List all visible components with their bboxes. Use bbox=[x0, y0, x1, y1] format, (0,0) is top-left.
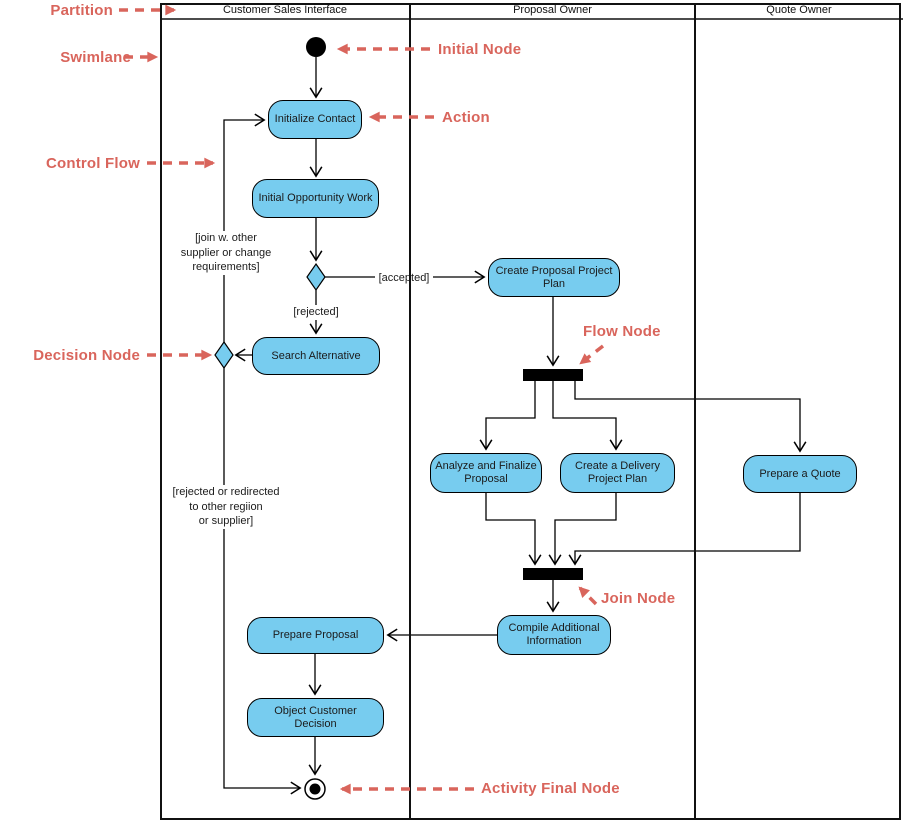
swimlane-border-1 bbox=[409, 3, 411, 820]
guard-rejected-or-redirected: [rejected or redirected to other regiion… bbox=[160, 485, 292, 529]
annotation-label-flow-node: Flow Node bbox=[583, 323, 661, 340]
edge-delivery-to-join bbox=[548, 493, 617, 566]
initial-node bbox=[306, 37, 326, 57]
action-create-a-delivery-project-plan: Create a Delivery Project Plan bbox=[560, 453, 675, 493]
annotation-label-action: Action bbox=[442, 109, 490, 126]
lane-header-customer-sales-interface: Customer Sales Interface bbox=[222, 4, 348, 16]
annotation-label-initial-node: Initial Node bbox=[438, 41, 522, 58]
annotation-label-swimlane: Swimlane bbox=[60, 49, 131, 66]
annotation-label-partition: Partition bbox=[50, 2, 113, 19]
decision-node-diamond-left bbox=[214, 340, 234, 370]
control-flows bbox=[223, 57, 807, 795]
join-node-bar bbox=[523, 568, 583, 580]
annotation-arrow-join-node bbox=[578, 586, 598, 606]
annotation-label-join-node: Join Node bbox=[601, 590, 676, 607]
edge-fork-to-analyze bbox=[479, 381, 536, 451]
annotation-label-activity-final-node: Activity Final Node bbox=[481, 780, 620, 797]
action-create-proposal-project-plan: Create Proposal Project Plan bbox=[488, 258, 620, 297]
annotation-label-decision-node: Decision Node bbox=[33, 347, 140, 364]
action-compile-additional-information: Compile Additional Information bbox=[497, 615, 611, 655]
guard-rejected: [rejected] bbox=[288, 305, 344, 320]
guard-join-with-other: [join w. other supplier or change requir… bbox=[158, 231, 294, 275]
action-object-customer-decision: Object Customer Decision bbox=[247, 698, 384, 737]
fork-node-bar bbox=[523, 369, 583, 381]
swimlane-border-2 bbox=[694, 3, 696, 820]
edge-fork-to-quote bbox=[574, 381, 807, 453]
edge-fork-to-delivery bbox=[552, 381, 623, 451]
lane-header-proposal-owner: Proposal Owner bbox=[513, 4, 592, 16]
action-search-alternative: Search Alternative bbox=[252, 337, 380, 375]
edge-quote-to-join bbox=[568, 493, 801, 566]
action-initialize-contact: Initialize Contact bbox=[268, 100, 362, 139]
edge-analyze-to-join bbox=[485, 493, 542, 566]
action-analyze-and-finalize-proposal: Analyze and Finalize Proposal bbox=[430, 453, 542, 493]
decision-node-diamond-top bbox=[306, 262, 326, 292]
lane-header-quote-owner: Quote Owner bbox=[766, 4, 832, 16]
guard-accepted: [accepted] bbox=[375, 271, 433, 286]
action-initial-opportunity-work: Initial Opportunity Work bbox=[252, 179, 379, 218]
annotation-arrow-flow-node bbox=[579, 344, 605, 365]
action-prepare-proposal: Prepare Proposal bbox=[247, 617, 384, 654]
activity-final-node-dot bbox=[309, 783, 321, 795]
action-prepare-a-quote: Prepare a Quote bbox=[743, 455, 857, 493]
annotation-label-control-flow: Control Flow bbox=[45, 155, 140, 172]
